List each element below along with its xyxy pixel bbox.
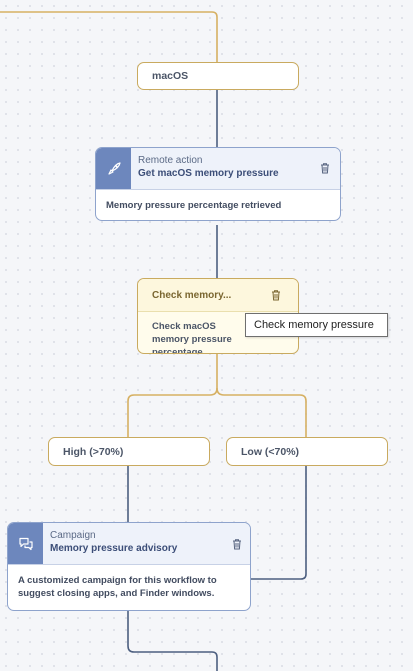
campaign-node[interactable]: Campaign Memory pressure advisory A cust…	[7, 522, 251, 611]
branch-low[interactable]: Low (<70%)	[226, 437, 388, 466]
branch-low-label: Low (<70%)	[241, 445, 300, 458]
branch-high-label: High (>70%)	[63, 445, 124, 458]
check-node-description: Check macOS memory pressure percentage	[152, 321, 232, 354]
check-node-title: Check memory...	[152, 289, 232, 301]
check-node-header: Check memory...	[138, 279, 298, 312]
campaign-type: Campaign	[50, 530, 96, 541]
campaign-header: Campaign Memory pressure advisory	[8, 523, 250, 565]
chat-bubbles-icon	[8, 523, 43, 564]
remote-action-description: Memory pressure percentage retrieved	[106, 200, 282, 211]
remote-action-node[interactable]: Remote action Get macOS memory pressure …	[95, 147, 341, 221]
trash-icon[interactable]	[270, 289, 282, 301]
branch-high[interactable]: High (>70%)	[48, 437, 210, 466]
trash-icon[interactable]	[231, 538, 243, 550]
trash-icon[interactable]	[319, 162, 331, 174]
remote-action-name: Get macOS memory pressure	[138, 168, 279, 179]
campaign-description: A customized campaign for this workflow …	[18, 575, 217, 599]
campaign-name: Memory pressure advisory	[50, 543, 178, 554]
os-node-macos[interactable]: macOS	[137, 62, 299, 90]
rocket-icon	[96, 148, 131, 189]
check-memory-node[interactable]: Check memory... Check macOS memory press…	[137, 278, 299, 354]
os-node-label: macOS	[152, 70, 189, 82]
tooltip-text: Check memory pressure	[254, 319, 374, 331]
remote-action-type: Remote action	[138, 155, 203, 166]
tooltip: Check memory pressure	[245, 313, 388, 337]
remote-action-header: Remote action Get macOS memory pressure	[96, 148, 340, 190]
